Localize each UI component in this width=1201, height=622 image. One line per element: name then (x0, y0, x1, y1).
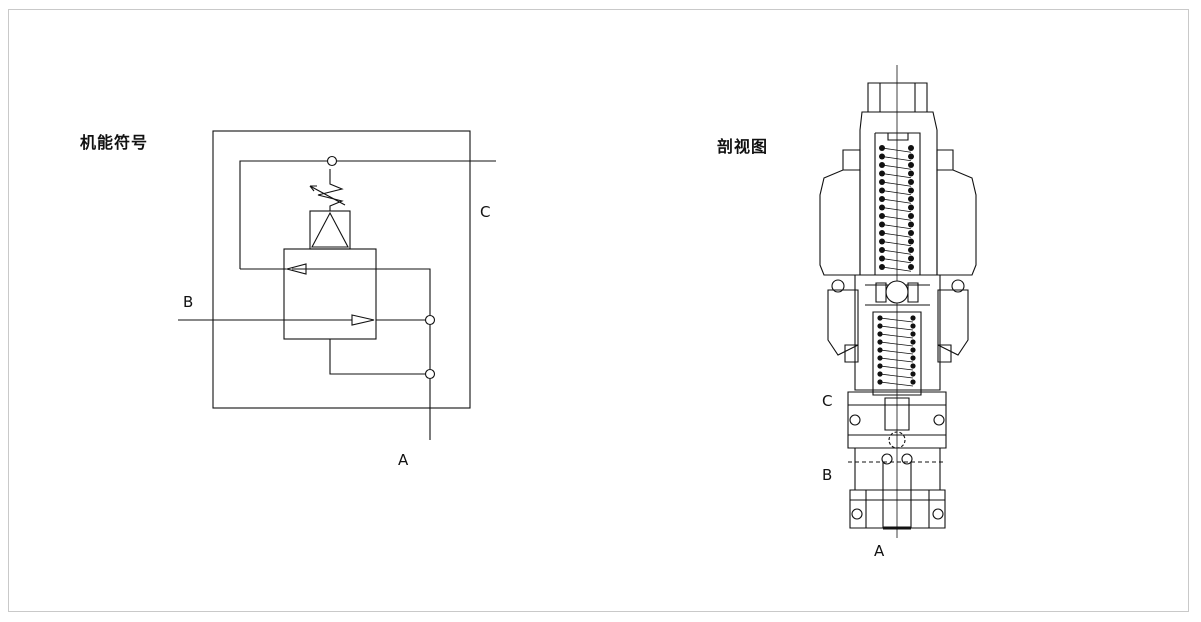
coil-wire (879, 325, 914, 331)
coil-dot (908, 238, 914, 245)
b-orifice-left (881, 453, 893, 465)
ball-seat (875, 282, 919, 303)
coil-wire (881, 224, 912, 230)
right-housing (936, 169, 977, 276)
coil-wire (879, 373, 914, 379)
coil-dot (910, 331, 916, 337)
coil-wire (879, 381, 914, 387)
coil-dot (908, 264, 914, 270)
arrow-left (284, 263, 307, 275)
coil-wire (881, 156, 912, 162)
coil-wire (881, 249, 912, 255)
coil-dot (908, 170, 914, 177)
adjust-arrowhead (309, 185, 317, 192)
coil-wire (879, 349, 914, 355)
section-port-a-label: A (874, 542, 885, 560)
coil-wire (881, 164, 912, 170)
coil-wire (881, 147, 912, 153)
seal-c-left (849, 414, 861, 426)
coil-wire (881, 266, 912, 272)
coil-wire (879, 341, 914, 347)
left-housing (819, 169, 861, 276)
cartridge-upper (847, 391, 947, 449)
right-seal-ring (951, 279, 965, 293)
coil-dot (908, 153, 914, 160)
pilot-triangle (311, 211, 349, 248)
coil-wire (881, 241, 912, 247)
feedback-line (292, 268, 431, 315)
symbol-port-b-label: B (183, 293, 194, 311)
coil-dot (910, 363, 916, 369)
coil-dot (910, 371, 916, 377)
coil-wire (881, 190, 912, 196)
cartridge-bore-lines (865, 462, 930, 528)
left-seal-ring (831, 279, 845, 293)
coil-dot (908, 247, 914, 253)
spring-cap (887, 132, 909, 141)
adjust-arrow (309, 185, 346, 206)
sectional-view-title: 剖视图 (717, 137, 769, 156)
coil-dot (910, 315, 916, 321)
coil-dot (910, 323, 916, 329)
coil-dot (910, 347, 916, 353)
coil-wire (879, 333, 914, 339)
coil-dot (908, 255, 914, 262)
junction-node-lower (424, 368, 436, 380)
pilot-node (326, 155, 338, 167)
coil-wire (879, 317, 914, 323)
coil-wire (879, 357, 914, 363)
main-spring-chamber (872, 311, 922, 396)
seal-a-left (851, 508, 863, 520)
arrow-right (351, 314, 375, 326)
coil-wire (881, 215, 912, 221)
coil-dot (908, 145, 914, 151)
right-lock (937, 344, 952, 363)
drain-loop-line (329, 339, 425, 375)
coil-dot (908, 230, 914, 236)
diagram-frame (8, 9, 1189, 612)
symbol-port-a-label: A (398, 451, 409, 469)
coil-dot (910, 379, 916, 385)
valve-envelope-box (212, 130, 471, 409)
pilot-line-left (239, 160, 327, 269)
b-orifice-right (901, 453, 913, 465)
coil-wire (881, 181, 912, 187)
coil-wire (881, 207, 912, 213)
cartridge-grooves-upper (848, 404, 946, 436)
poppet (884, 397, 910, 431)
spring-symbol (317, 169, 344, 211)
seal-a-right (932, 508, 944, 520)
coil-dot (908, 179, 914, 185)
symbol-port-c-label: C (480, 203, 491, 221)
nut-flats (879, 83, 916, 112)
coil-dot (908, 221, 914, 228)
left-lower-housing (827, 289, 859, 356)
coil-dot (908, 204, 914, 211)
section-port-c-label: C (822, 392, 833, 410)
cartridge-lower (849, 489, 946, 529)
middle-sleeve (854, 274, 941, 391)
right-lower-housing (937, 289, 969, 356)
coil-dot (908, 213, 914, 219)
coil-wire (881, 173, 912, 179)
coil-wire (881, 258, 912, 264)
coil-dot (910, 339, 916, 345)
seal-c-right (933, 414, 945, 426)
function-symbol-title: 机能符号 (80, 133, 149, 152)
coil-dot (908, 196, 914, 202)
coil-dot (910, 355, 916, 361)
coil-wire (879, 365, 914, 371)
left-lock (844, 344, 859, 363)
coil-wire (881, 198, 912, 204)
coil-dot (908, 162, 914, 168)
junction-node-upper (424, 314, 436, 326)
section-port-b-label: B (822, 466, 833, 484)
coil-wire (881, 232, 912, 238)
coil-dot (908, 187, 914, 194)
